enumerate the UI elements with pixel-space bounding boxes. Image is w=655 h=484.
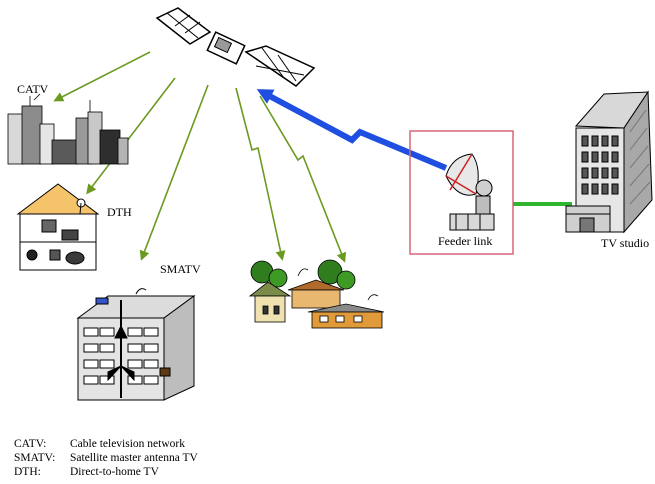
feeder-link-label: Feeder link: [438, 234, 493, 248]
village-icon: [248, 259, 385, 329]
downlink-arrow-village-2: [259, 95, 347, 263]
uplink-arrow: [256, 89, 448, 171]
dth-label: DTH: [107, 205, 132, 219]
downlink-arrow-smatv: [139, 84, 209, 261]
downlink-arrows: [53, 51, 347, 263]
legend-abbr: DTH:: [14, 466, 41, 478]
downlink-arrow-dth: [86, 77, 176, 195]
legend-abbr: SMATV:: [14, 452, 56, 464]
downlink-arrow-catv: [53, 51, 151, 102]
tv-studio-building-icon: [565, 90, 653, 234]
satellite-icon: [155, 7, 316, 87]
smatv-label: SMATV: [160, 262, 201, 276]
apartment-building-icon: [76, 288, 196, 401]
legend-text: Satellite master antenna TV: [70, 452, 198, 464]
catv-label: CATV: [17, 82, 49, 96]
downlink-arrow-village-1: [235, 87, 286, 261]
legend-text: Direct-to-home TV: [70, 466, 159, 478]
legend: CATV: Cable television network SMATV: Sa…: [14, 437, 198, 479]
legend-row-catv: CATV: Cable television network: [14, 437, 198, 451]
legend-row-smatv: SMATV: Satellite master antenna TV: [14, 451, 198, 465]
tv-studio-label: TV studio: [601, 236, 650, 250]
city-skyline-icon: [7, 93, 129, 165]
legend-abbr: CATV:: [14, 438, 47, 450]
satellite-dish-icon: [445, 153, 495, 231]
legend-text: Cable television network: [70, 438, 185, 450]
legend-row-dth: DTH: Direct-to-home TV: [14, 465, 198, 479]
feeder-link-box: [409, 130, 514, 255]
house-icon: [16, 183, 100, 271]
